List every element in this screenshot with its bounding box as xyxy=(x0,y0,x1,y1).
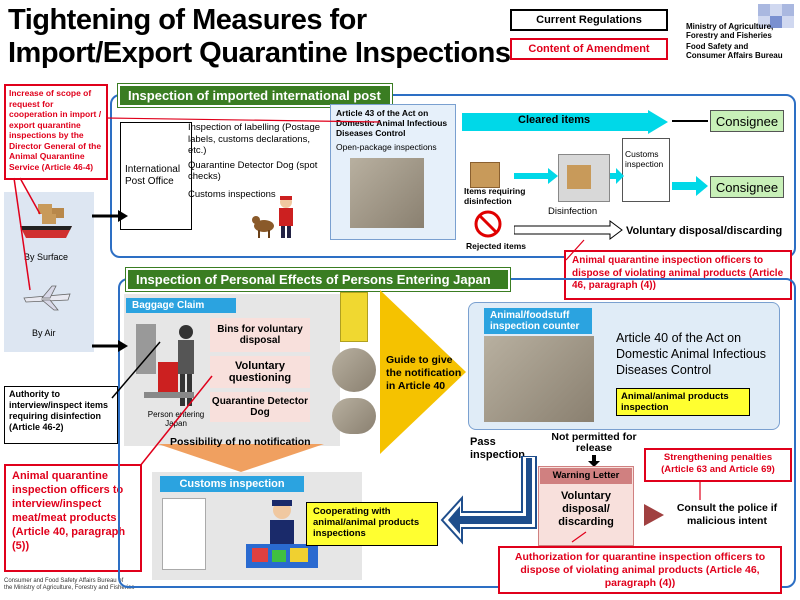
voluntary-disposal-label: Voluntary disposal/discarding xyxy=(626,225,783,237)
rejected-icon xyxy=(474,210,502,238)
not-permitted-arrow xyxy=(588,454,600,467)
post-section xyxy=(110,94,796,258)
voluntary-disposal-arrow xyxy=(513,220,624,240)
person-entering-illustration xyxy=(134,322,206,412)
ship-icon xyxy=(16,196,76,246)
post-item-customs: Customs inspections xyxy=(188,188,276,200)
footer-credit: Consumer and Food Safety Affairs Bureau … xyxy=(4,578,134,592)
customs-officer-illustration xyxy=(232,498,332,574)
requiring-disinfection-label: Items requiring disinfection xyxy=(464,186,526,206)
personal-section-header: Inspection of Personal Effects of Person… xyxy=(126,268,510,291)
animal-products-box: Animal/animal products inspection xyxy=(616,388,750,416)
rejected-items-label: Rejected items xyxy=(466,241,526,251)
increase-scope-box: Increase of scope of request for coopera… xyxy=(4,84,108,180)
consignee-1-connector xyxy=(672,120,708,122)
open-package-photo xyxy=(350,158,424,228)
guide-arrow xyxy=(380,290,466,454)
counter-header: Animal/foodstuff inspection counter xyxy=(484,308,592,334)
customs-inspection-header: Customs inspection xyxy=(160,476,304,492)
dog-photo xyxy=(332,398,376,434)
page-title: Tightening of Measures for Import/Export… xyxy=(8,4,511,70)
dog-inspector-illustration xyxy=(252,194,302,240)
bins-box: Bins for voluntary disposal xyxy=(210,318,310,352)
consignee-1: Consignee xyxy=(710,110,784,132)
questioning-box: Voluntary questioning xyxy=(210,356,310,388)
to-disinfection-arrow xyxy=(514,168,558,184)
post-item-labelling: Inspection of labelling (Postage labels,… xyxy=(188,122,321,156)
authorization-box: Authorization for quarantine inspection … xyxy=(498,546,782,594)
baggage-claim-header: Baggage Claim xyxy=(126,298,236,313)
officers-dispose-box: Animal quarantine inspection officers to… xyxy=(564,250,792,300)
cooperating-box: Cooperating with animal/animal products … xyxy=(306,502,438,546)
consignee-2: Consignee xyxy=(710,176,784,198)
possibility-label: Possibility of no notification xyxy=(170,436,311,448)
bin-photo xyxy=(340,292,368,342)
post-inspection-list: Inspection of labelling (Postage labels,… xyxy=(188,122,324,200)
disinfection-label: Disinfection xyxy=(548,206,598,217)
police-arrow xyxy=(644,504,664,526)
authority-box: Authority to interview/inspect items req… xyxy=(4,386,118,444)
footer-line-2: the Ministry of Agriculture, Forestry an… xyxy=(4,585,135,591)
not-permitted-label: Not permitted for release xyxy=(551,431,637,454)
by-air-label: By Air xyxy=(32,328,56,338)
by-surface-label: By Surface xyxy=(24,252,69,262)
police-label: Consult the police if malicious intent xyxy=(676,502,778,527)
box-icon xyxy=(470,162,500,188)
no-notification-arrow xyxy=(158,444,324,472)
title-line-2: Import/Export Quarantine Inspections xyxy=(8,37,511,69)
detector-dog-box: Quarantine Detector Dog xyxy=(210,392,310,422)
disinfection-machine xyxy=(558,154,610,202)
legend-current: Current Regulations xyxy=(510,9,668,31)
post-customs-box: Customs inspection xyxy=(622,138,670,202)
title-line-1: Tightening of Measures for xyxy=(8,4,367,36)
penalties-box: Strengthening penalties (Article 63 and … xyxy=(644,448,792,482)
voluntary-disposal-box: Voluntary disposal/ discarding xyxy=(558,490,614,528)
consignee-2-arrow xyxy=(672,176,708,196)
person-entering-label: Person entering Japan xyxy=(147,410,205,428)
questioning-photo xyxy=(332,348,376,392)
ministry-line-2: Forestry and Fisheries xyxy=(686,31,772,40)
cleared-items-arrow xyxy=(462,110,668,134)
article43-label: Article 43 of the Act on Domestic Animal… xyxy=(336,108,448,138)
declaration-form xyxy=(162,498,206,570)
counter-photo xyxy=(484,336,594,422)
legend-amendment: Content of Amendment xyxy=(510,38,668,60)
guide-label: Guide to give the notification in Articl… xyxy=(386,354,462,392)
ministry-name: Ministry of Agriculture, Forestry and Fi… xyxy=(686,22,786,60)
airplane-icon xyxy=(22,282,72,312)
warning-letter-header: Warning Letter xyxy=(540,468,632,484)
footer-line-1: Consumer and Food Safety Affairs Bureau … xyxy=(4,578,124,584)
pass-inspection-label: Pass inspection xyxy=(470,436,526,461)
ministry-line-1: Ministry of Agriculture, xyxy=(686,22,774,31)
pass-arrow xyxy=(440,455,540,546)
post-office-box: International Post Office xyxy=(120,122,192,230)
to-customs-arrow xyxy=(610,168,624,184)
ministry-line-3: Food Safety and xyxy=(686,42,749,51)
article40-label: Article 40 of the Act on Domestic Animal… xyxy=(616,331,767,377)
open-package-label: Open-package inspections xyxy=(336,142,437,152)
cleared-items-label: Cleared items xyxy=(518,114,591,126)
ministry-logo xyxy=(758,4,794,36)
post-item-dog: Quarantine Detector Dog (spot checks) xyxy=(188,159,318,183)
ministry-line-4: Consumer Affairs Bureau xyxy=(686,51,783,60)
post-section-header: Inspection of imported international pos… xyxy=(118,84,392,107)
